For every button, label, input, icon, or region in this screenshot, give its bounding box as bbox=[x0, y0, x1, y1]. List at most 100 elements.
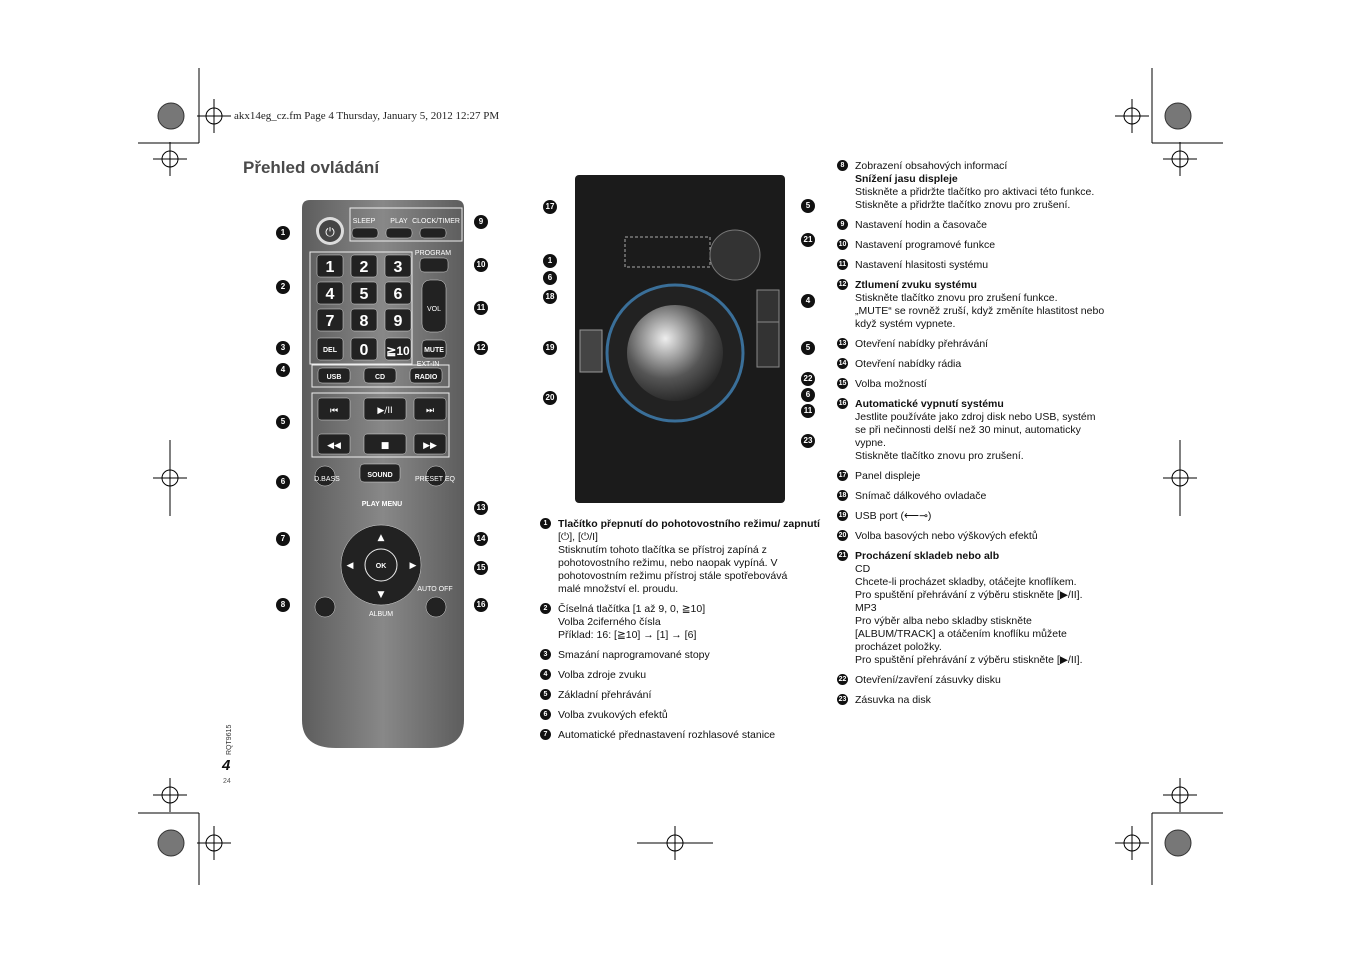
main-unit bbox=[575, 175, 785, 503]
callout-marker-right-6: 14 bbox=[474, 532, 488, 546]
item-line: Základní přehrávání bbox=[558, 689, 652, 701]
callout-marker-right-7: 15 bbox=[474, 561, 488, 575]
item-line: [⏻], [⏻/I] bbox=[558, 531, 598, 543]
callout-marker-left-8: 8 bbox=[276, 598, 290, 612]
callout-marker-left-7: 7 bbox=[276, 532, 290, 546]
item-line: malé množství el. proudu. bbox=[558, 583, 679, 595]
digit-7: 7 bbox=[326, 313, 335, 330]
item-line: Volba možností bbox=[855, 378, 927, 390]
item-number: 3 bbox=[540, 649, 551, 660]
ext-in-label: EXT-IN bbox=[417, 361, 440, 368]
skip-forward-icon: ⏭ bbox=[426, 406, 434, 416]
item-line: Otevření/zavření zásuvky disku bbox=[855, 674, 1001, 686]
file-header: akx14eg_cz.fm Page 4 Thursday, January 5… bbox=[234, 110, 500, 122]
up-arrow-icon: ▲ bbox=[378, 533, 385, 543]
item-line: Procházení skladeb nebo alb bbox=[855, 550, 1000, 562]
down-arrow-icon: ▼ bbox=[378, 590, 385, 600]
item-line: Tlačítko přepnutí do pohotovostního reži… bbox=[558, 518, 820, 530]
item-line: Nastavení programové funkce bbox=[855, 239, 996, 251]
item-line: pohotovostním režimu přístroj stále spot… bbox=[558, 570, 788, 582]
unit-marker-left-5: 19 bbox=[543, 341, 557, 355]
item-number: 16 bbox=[837, 398, 848, 409]
unit-marker-left-3: 6 bbox=[543, 271, 557, 285]
program-label: PROGRAM bbox=[415, 250, 451, 257]
preset-eq-label: PRESET EQ bbox=[415, 476, 455, 483]
item-number: 14 bbox=[837, 358, 848, 369]
item-line: Volba 2ciferného čísla bbox=[558, 616, 661, 628]
item-number: 13 bbox=[837, 338, 848, 349]
item-line: Volba zdroje zvuku bbox=[558, 669, 647, 681]
item-line: Stiskněte a přidržte tlačítko znovu pro … bbox=[855, 199, 1071, 211]
callout-marker-right-1: 9 bbox=[474, 215, 488, 229]
item-line: Stiskněte a přidržte tlačítko pro aktiva… bbox=[855, 186, 1095, 198]
item-line: Automatické vypnutí systému bbox=[855, 398, 1004, 410]
page-number: 4 bbox=[222, 757, 231, 774]
unit-marker-right-2: 21 bbox=[801, 233, 815, 247]
dbass-label: D.BASS bbox=[314, 476, 340, 483]
item-number: 4 bbox=[540, 669, 551, 680]
item-line: [ALBUM/TRACK] a otáčením knoflíku můžete bbox=[855, 628, 1067, 640]
item-line: MP3 bbox=[855, 602, 877, 614]
item-number: 1 bbox=[540, 518, 551, 529]
unit-marker-right-4: 5 bbox=[801, 341, 815, 355]
callout-marker-right-3: 11 bbox=[474, 301, 488, 315]
item-number: 11 bbox=[837, 259, 848, 270]
item-line: Ztlumení zvuku systému bbox=[855, 279, 977, 291]
item-line: Otevření nabídky přehrávání bbox=[855, 338, 989, 350]
item-number: 17 bbox=[837, 470, 848, 481]
rewind-icon: ◀◀ bbox=[327, 441, 341, 451]
item-number: 9 bbox=[837, 219, 848, 230]
item-line: Číselná tlačítka [1 až 9, 0, ≧10] bbox=[558, 603, 706, 615]
item-line: Chcete-li procházet skladby, otáčejte kn… bbox=[855, 576, 1077, 588]
vol-label: VOL bbox=[427, 306, 441, 313]
item-number: 18 bbox=[837, 490, 848, 501]
digit-9: 9 bbox=[394, 313, 403, 330]
unit-marker-right-8: 23 bbox=[801, 434, 815, 448]
item-number: 22 bbox=[837, 674, 848, 685]
unit-marker-right-1: 5 bbox=[801, 199, 815, 213]
mute-label: MUTE bbox=[424, 347, 444, 354]
callout-marker-right-4: 12 bbox=[474, 341, 488, 355]
remote-control: SLEEP PLAY CLOCK/TIMER PROGRAM VOL MUTE … bbox=[302, 200, 464, 748]
callout-marker-left-2: 2 bbox=[276, 280, 290, 294]
cd-label: CD bbox=[375, 374, 385, 381]
item-line: Zásuvka na disk bbox=[855, 694, 931, 706]
item-line: Nastavení hlasitosti systému bbox=[855, 259, 989, 271]
callout-marker-left-1: 1 bbox=[276, 226, 290, 240]
left-arrow-icon: ◀ bbox=[347, 561, 354, 571]
item-line: Zobrazení obsahových informací bbox=[855, 160, 1008, 172]
usb-label: USB bbox=[327, 374, 342, 381]
play-pause-icon: ▶/II bbox=[377, 406, 392, 416]
item-line: Automatické přednastavení rozhlasové sta… bbox=[558, 729, 776, 741]
callout-marker-left-5: 5 bbox=[276, 415, 290, 429]
item-number: 21 bbox=[837, 550, 848, 561]
item-line: Snímač dálkového ovladače bbox=[855, 490, 987, 502]
digit-10plus: ≧10 bbox=[386, 344, 410, 358]
item-line: Nastavení hodin a časovače bbox=[855, 219, 987, 231]
document-code: RQT9615 bbox=[226, 724, 233, 755]
item-number: 5 bbox=[540, 689, 551, 700]
digit-5: 5 bbox=[360, 286, 369, 303]
sound-label: SOUND bbox=[367, 472, 392, 479]
del-label: DEL bbox=[323, 347, 338, 354]
sleep-label: SLEEP bbox=[353, 218, 376, 225]
unit-marker-left-4: 18 bbox=[543, 290, 557, 304]
item-line: Jestlite používáte jako zdroj disk nebo … bbox=[855, 411, 1096, 423]
callout-marker-left-3: 3 bbox=[276, 341, 290, 355]
item-line: Volba zvukových efektů bbox=[558, 709, 668, 721]
unit-marker-right-7: 11 bbox=[801, 404, 815, 418]
item-line: CD bbox=[855, 563, 871, 575]
auto-off-label: AUTO OFF bbox=[417, 586, 452, 593]
play-menu-label: PLAY MENU bbox=[362, 501, 402, 508]
skip-back-icon: ⏮ bbox=[330, 406, 338, 416]
ok-label: OK bbox=[376, 563, 387, 570]
page-subnumber: 24 bbox=[223, 778, 231, 785]
item-line: „MUTE“ se rovněž zruší, když změníte hla… bbox=[855, 305, 1105, 317]
item-line: procházet položky. bbox=[855, 641, 942, 653]
item-line: vypne. bbox=[855, 437, 886, 449]
stop-icon: ■ bbox=[381, 441, 390, 451]
callout-marker-left-4: 4 bbox=[276, 363, 290, 377]
item-number: 2 bbox=[540, 603, 551, 614]
digit-2: 2 bbox=[360, 259, 369, 276]
